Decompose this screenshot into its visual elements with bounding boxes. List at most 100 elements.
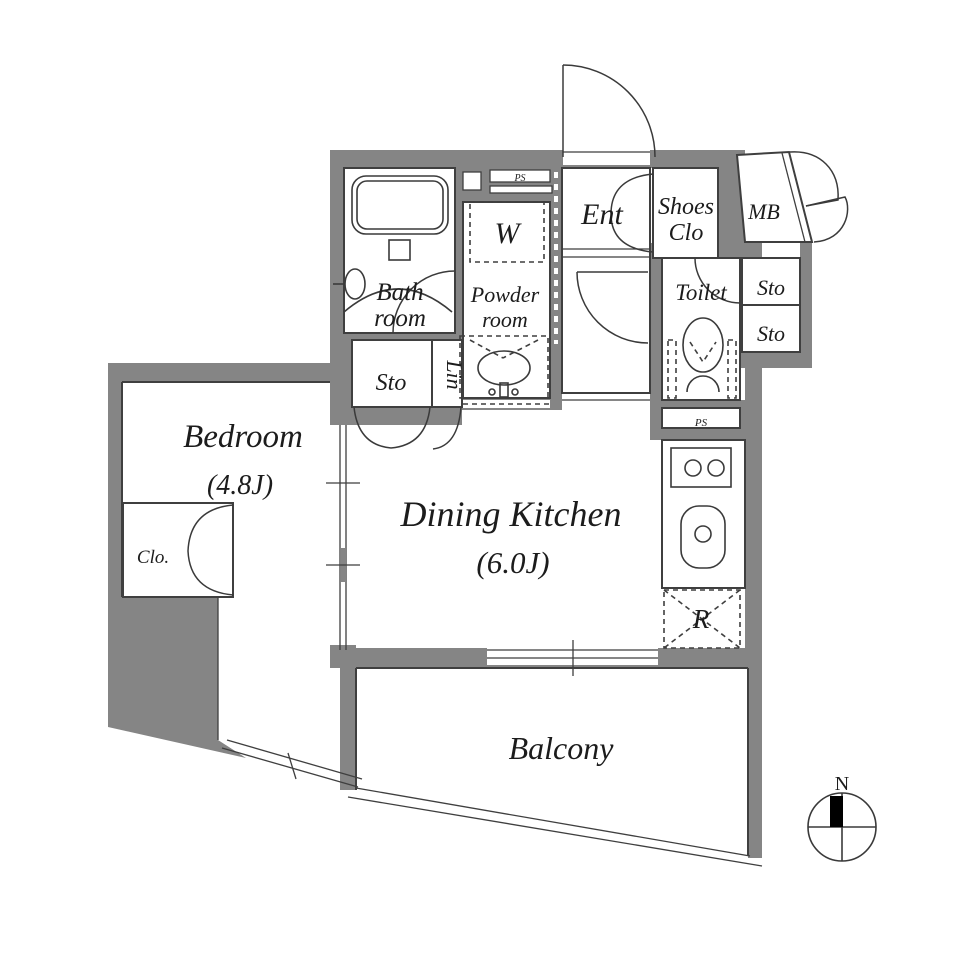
bath-control-panel	[388, 239, 411, 261]
toilet-tank-side	[727, 339, 737, 399]
fixtures	[333, 175, 741, 649]
toilet-bowl-line	[689, 341, 717, 364]
storage-right-lower-room	[741, 304, 801, 353]
storage-right-lower-label: Sto	[757, 321, 785, 346]
storage-right-upper-label: Sto	[757, 275, 785, 300]
basin-knob	[488, 388, 496, 396]
pipe-space-bottom-label: PS	[694, 417, 708, 429]
wall-segment	[330, 150, 563, 168]
washer-space	[469, 201, 545, 263]
refrigerator-cross	[663, 589, 741, 649]
meter-box-label: MB	[747, 199, 780, 224]
washbasin	[477, 350, 531, 386]
refrigerator-label: R	[692, 604, 710, 634]
wall-segment	[800, 243, 812, 355]
shoes-closet-room	[652, 167, 719, 259]
basin-guide-line	[469, 339, 504, 359]
bathroom-label-line1: Bath	[376, 279, 423, 306]
bedroom-slant-window-line	[226, 739, 363, 780]
entrance-label: Ent	[580, 198, 623, 231]
entrance-door-swing	[562, 64, 656, 158]
toilet-seat-arc	[686, 375, 720, 393]
closet-door-swing	[187, 504, 234, 552]
closet-door-swing	[187, 550, 234, 596]
balcony-outer-edge	[355, 787, 751, 857]
storage-left-door-swing	[353, 406, 392, 449]
toilet-label: Toilet	[675, 280, 727, 305]
linen-door-swing	[432, 406, 462, 450]
pipe-space-top-slit	[489, 169, 551, 183]
shoes-closet-door-swing	[610, 213, 654, 253]
shoes-closet-label-line2: Clo	[669, 220, 704, 246]
bedroom-slant-window-line	[221, 747, 359, 788]
dining-kitchen-label: Dining Kitchen	[400, 494, 622, 534]
wall-segment	[745, 368, 762, 668]
wall-segment	[740, 352, 812, 368]
meter-box-door-wing	[805, 196, 849, 243]
pipe-space-top-slit2	[489, 185, 553, 194]
basin-knob	[511, 388, 519, 396]
bedroom-slant-window-tick	[287, 752, 297, 780]
kitchen-counter	[661, 439, 746, 589]
bedroom-label: Bedroom	[183, 419, 303, 455]
wall-segment	[650, 258, 662, 425]
sink-drain	[694, 525, 712, 543]
wall-corner-chunk	[108, 597, 246, 758]
storage-left-room	[351, 339, 433, 408]
bathtub	[351, 175, 449, 235]
bathroom-door-swing	[392, 270, 456, 334]
linen-label: Lin	[442, 359, 467, 389]
sink	[680, 505, 726, 569]
hall-door-swing	[576, 271, 649, 344]
closet-room	[122, 502, 234, 598]
basin-counter	[459, 335, 549, 399]
wall-segment	[356, 648, 487, 668]
bathroom-label-line2: room	[374, 305, 426, 332]
vent-box	[462, 171, 482, 191]
wall-segment	[108, 363, 330, 382]
compass-north-needle	[830, 796, 843, 827]
wall-segment	[340, 668, 356, 790]
toilet-bowl	[682, 317, 724, 373]
basin-faucet	[499, 382, 509, 398]
meter-box-room	[735, 150, 814, 243]
storage-right-upper-room	[741, 257, 801, 306]
bathtub-apron	[343, 288, 453, 313]
bathtub-inner	[356, 180, 444, 230]
wall-segment	[344, 407, 462, 425]
shoes-closet-label-line1: Shoes	[658, 194, 714, 220]
balcony-outer-edge	[347, 796, 763, 867]
wall-segment	[108, 382, 122, 597]
refrigerator-space	[663, 589, 741, 649]
storage-left-label: Sto	[376, 370, 407, 396]
compass-north-label: N	[835, 773, 849, 795]
wall-segment	[344, 333, 462, 341]
toilet-door-swing	[694, 257, 741, 304]
basin-guide-line	[502, 339, 539, 359]
powder-room-label-line2: room	[482, 307, 528, 332]
wall-segment	[748, 668, 762, 858]
washer-label: W	[495, 217, 523, 250]
compass: N	[807, 773, 877, 862]
toilet-tank-side	[667, 339, 677, 399]
entrance-hall	[561, 167, 651, 394]
balcony-label: Balcony	[509, 730, 615, 766]
doors	[187, 64, 849, 596]
wall-segment	[658, 648, 748, 668]
linen-room	[431, 339, 463, 408]
pipe-space-bottom-box	[661, 407, 741, 429]
shoes-closet-door-swing	[610, 173, 654, 215]
storage-left-door-swing	[390, 406, 431, 449]
meter-box-inner-line	[781, 152, 806, 243]
powder-room-label-line1: Powder	[470, 282, 540, 307]
labels: Bath room W Powder room PS Ent Shoes Clo…	[137, 173, 785, 766]
pipe-space-top-label: PS	[513, 173, 525, 184]
wall-segment	[330, 150, 352, 425]
stove-burner	[684, 459, 702, 477]
bedroom-size-label: (4.8J)	[207, 470, 273, 501]
wall-segment	[550, 345, 562, 410]
windows	[221, 151, 763, 867]
closet-label: Clo.	[137, 547, 169, 568]
